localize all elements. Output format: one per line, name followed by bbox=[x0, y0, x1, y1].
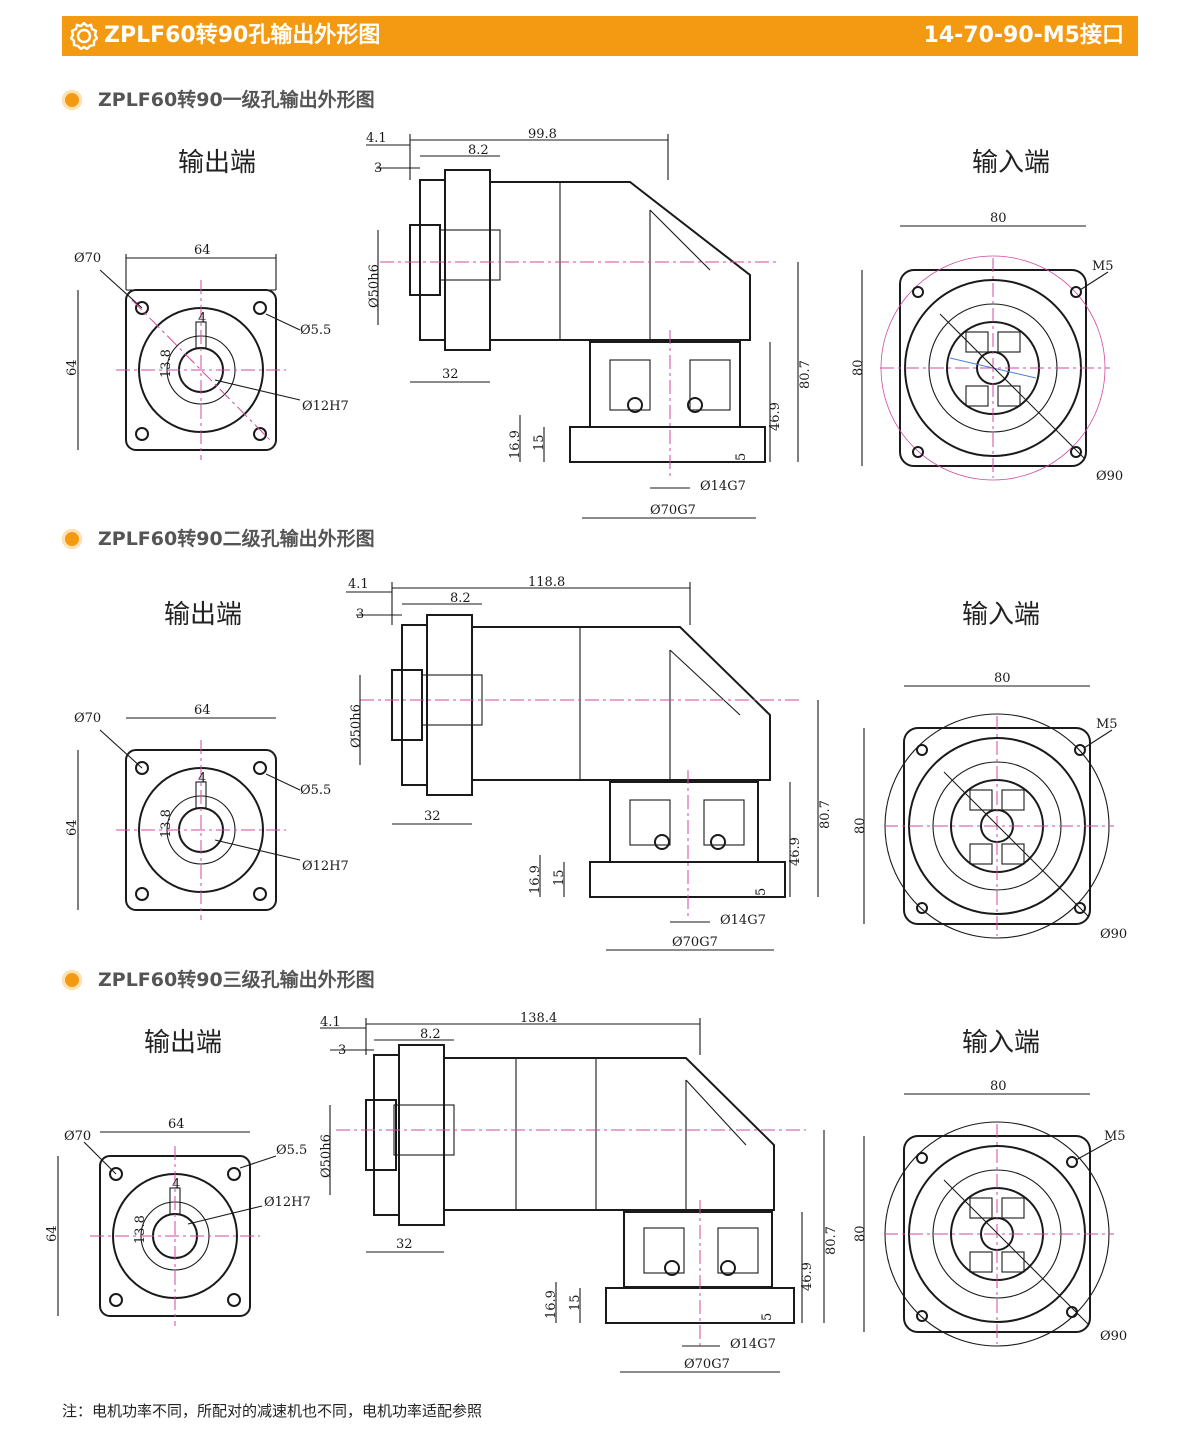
dim-80-7: 80.7 bbox=[798, 360, 813, 389]
dim-pilot: Ø50h6 bbox=[319, 1134, 334, 1178]
dim-pilot: Ø50h6 bbox=[349, 704, 364, 748]
dim-70-pilot: Ø70G7 bbox=[650, 503, 696, 518]
footnote: 注：电机功率不同，所配对的减速机也不同，电机功率适配参照 bbox=[62, 1402, 483, 1420]
dim-pilot: Ø50h6 bbox=[367, 264, 382, 308]
dim-5: 5 bbox=[760, 1313, 775, 1321]
dim-80-7: 80.7 bbox=[818, 800, 833, 829]
dim-64-width: 64 bbox=[168, 1117, 185, 1132]
dim-32: 32 bbox=[442, 367, 459, 382]
dim-8-2: 8.2 bbox=[468, 143, 489, 158]
output-end-title: 输出端 bbox=[144, 1028, 223, 1058]
dim-key-width: 4 bbox=[172, 1177, 180, 1192]
side-elevation-view: 99.8 4.1 3 8.2 Ø50h6 32 80.7 46.9 16.9 1… bbox=[366, 127, 813, 519]
dim-4-1: 4.1 bbox=[320, 1015, 341, 1030]
dim-m5: M5 bbox=[1092, 259, 1114, 274]
dim-hole: Ø5.5 bbox=[276, 1143, 307, 1158]
output-flange-view: 64 64 Ø70 Ø5.5 Ø12H7 13.8 4 bbox=[45, 1117, 311, 1326]
page-title: ZPLF60转90孔输出外形图 bbox=[104, 23, 381, 48]
side-elevation-view: 138.4 4.1 3 8.2 Ø50h6 32 80.7 46.9 16.9 … bbox=[319, 1011, 839, 1373]
dim-90: Ø90 bbox=[1100, 927, 1127, 942]
dim-70-diameter: Ø70 bbox=[74, 711, 101, 726]
dim-16-9: 16.9 bbox=[544, 1290, 559, 1319]
dim-8-2: 8.2 bbox=[420, 1027, 441, 1042]
bullet-icon bbox=[62, 970, 82, 990]
section-title: ZPLF60转90三级孔输出外形图 bbox=[98, 969, 375, 991]
dim-bore: Ø12H7 bbox=[302, 859, 349, 874]
dim-64-width: 64 bbox=[194, 243, 211, 258]
input-end-title: 输入端 bbox=[972, 148, 1051, 178]
dim-hole: Ø5.5 bbox=[300, 783, 331, 798]
dim-90: Ø90 bbox=[1100, 1329, 1127, 1344]
dim-hole: Ø5.5 bbox=[300, 323, 331, 338]
dim-16-9: 16.9 bbox=[508, 430, 523, 459]
dim-15: 15 bbox=[532, 434, 547, 451]
dim-32: 32 bbox=[396, 1237, 413, 1252]
dim-15: 15 bbox=[552, 869, 567, 886]
dim-key: 13.8 bbox=[159, 809, 174, 838]
dim-8-2: 8.2 bbox=[450, 591, 471, 606]
gear-icon bbox=[70, 22, 98, 50]
dim-46-9: 46.9 bbox=[800, 1262, 815, 1291]
dim-80-height: 80 bbox=[853, 817, 868, 834]
dim-3: 3 bbox=[374, 161, 382, 176]
bullet-icon bbox=[62, 90, 82, 110]
header-banner: ZPLF60转90孔输出外形图 14-70-90-M5接口 bbox=[62, 16, 1138, 56]
interface-code: 14-70-90-M5接口 bbox=[923, 23, 1124, 48]
dim-length: 99.8 bbox=[528, 127, 557, 142]
dim-14-bore: Ø14G7 bbox=[720, 913, 766, 928]
dim-14-bore: Ø14G7 bbox=[700, 479, 746, 494]
dim-3: 3 bbox=[338, 1043, 346, 1058]
dim-length: 138.4 bbox=[520, 1011, 557, 1026]
dim-15: 15 bbox=[568, 1294, 583, 1311]
dim-80-height: 80 bbox=[851, 359, 866, 376]
input-end-title: 输入端 bbox=[962, 600, 1041, 630]
output-flange-view: 64 64 Ø70 Ø5.5 Ø12H7 13.8 4 bbox=[65, 703, 349, 920]
dim-5: 5 bbox=[754, 888, 769, 896]
input-flange-view: 80 80 M5 Ø90 bbox=[851, 211, 1123, 484]
dim-80-width: 80 bbox=[990, 1079, 1007, 1094]
dim-90: Ø90 bbox=[1096, 469, 1123, 484]
input-flange-view: 80 80 M5 Ø90 bbox=[853, 671, 1127, 942]
dim-64-height: 64 bbox=[65, 359, 80, 376]
dim-70-pilot: Ø70G7 bbox=[672, 935, 718, 950]
dim-4-1: 4.1 bbox=[366, 131, 387, 146]
dim-bore: Ø12H7 bbox=[264, 1195, 311, 1210]
dim-70-diameter: Ø70 bbox=[64, 1129, 91, 1144]
dim-64-width: 64 bbox=[194, 703, 211, 718]
dim-64-height: 64 bbox=[45, 1225, 60, 1242]
dim-70-pilot: Ø70G7 bbox=[684, 1357, 730, 1372]
dim-80-width: 80 bbox=[994, 671, 1011, 686]
section-title: ZPLF60转90一级孔输出外形图 bbox=[98, 89, 375, 111]
dim-5: 5 bbox=[734, 453, 749, 461]
dim-length: 118.8 bbox=[528, 575, 565, 590]
dim-46-9: 46.9 bbox=[768, 402, 783, 431]
dim-32: 32 bbox=[424, 809, 441, 824]
dim-70-diameter: Ø70 bbox=[74, 251, 101, 266]
dim-4-1: 4.1 bbox=[348, 577, 369, 592]
input-end-title: 输入端 bbox=[962, 1028, 1041, 1058]
dim-key: 13.8 bbox=[133, 1215, 148, 1244]
dim-64-height: 64 bbox=[65, 819, 80, 836]
bullet-icon bbox=[62, 529, 82, 549]
dim-bore: Ø12H7 bbox=[302, 399, 349, 414]
side-elevation-view: 118.8 4.1 3 8.2 Ø50h6 32 80.7 46.9 16.9 … bbox=[346, 575, 833, 951]
section-title: ZPLF60转90二级孔输出外形图 bbox=[98, 528, 375, 550]
output-end-title: 输出端 bbox=[164, 600, 243, 630]
output-end-title: 输出端 bbox=[178, 148, 257, 178]
dim-key-width: 4 bbox=[198, 311, 206, 326]
dim-m5: M5 bbox=[1096, 717, 1118, 732]
dim-m5: M5 bbox=[1104, 1129, 1126, 1144]
output-flange-view: 64 64 Ø70 Ø5.5 Ø12H7 13.8 4 bbox=[65, 243, 349, 460]
dim-3: 3 bbox=[356, 607, 364, 622]
dim-80-width: 80 bbox=[990, 211, 1007, 226]
input-flange-view: 80 80 M5 Ø90 bbox=[853, 1079, 1127, 1347]
dim-key-width: 4 bbox=[198, 771, 206, 786]
dim-46-9: 46.9 bbox=[788, 837, 803, 866]
dim-key: 13.8 bbox=[159, 349, 174, 378]
dim-14-bore: Ø14G7 bbox=[730, 1337, 776, 1352]
dim-80-7: 80.7 bbox=[824, 1226, 839, 1255]
dim-80-height: 80 bbox=[853, 1225, 868, 1242]
dim-16-9: 16.9 bbox=[528, 865, 543, 894]
